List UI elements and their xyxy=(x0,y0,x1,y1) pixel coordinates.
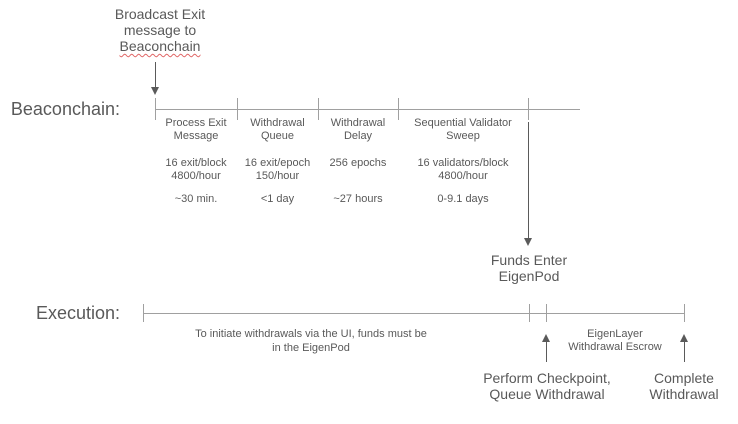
checkpoint-line2: Queue Withdrawal xyxy=(489,386,605,402)
initiate-note-line1: To initiate withdrawals via the UI, fund… xyxy=(195,328,427,340)
execution-label: Execution: xyxy=(35,303,120,323)
timeline-tick xyxy=(155,98,156,120)
broadcast-arrow-line xyxy=(155,62,156,88)
segment-rate-line2: 150/hour xyxy=(255,170,300,182)
segment-rate: 16 exit/block 4800/hour xyxy=(155,157,237,183)
funds-enter-line1: Funds Enter xyxy=(490,252,568,268)
segment-rate-line1: 16 validators/block xyxy=(417,157,509,169)
funds-enter-arrow-line xyxy=(528,122,529,238)
timeline-tick xyxy=(684,304,685,322)
segment-withdrawal-delay: Withdrawal Delay 256 epochs ~27 hours xyxy=(318,117,398,209)
checkpoint-line1: Perform Checkpoint, xyxy=(483,370,611,386)
segment-sequential-validator-sweep: Sequential Validator Sweep 16 validators… xyxy=(403,117,523,209)
segment-rate-line1: 16 exit/block xyxy=(165,157,227,169)
timeline-tick xyxy=(143,304,144,322)
segment-process-exit-message: Process Exit Message 16 exit/block 4800/… xyxy=(155,117,237,209)
segment-title: Withdrawal Queue xyxy=(250,117,305,142)
beaconchain-misspelled-word: Beaconchain xyxy=(119,38,201,54)
initiate-note-line2: in the EigenPod xyxy=(272,342,350,354)
segment-duration: 0-9.1 days xyxy=(437,193,489,205)
timeline-tick xyxy=(529,304,530,322)
checkpoint-arrow-head-icon xyxy=(542,334,550,342)
segment-rate-line1: 256 epochs xyxy=(329,157,387,169)
escrow-line1: EigenLayer xyxy=(587,328,643,340)
timeline-tick xyxy=(318,98,319,120)
timeline-tick xyxy=(546,304,547,322)
execution-timeline-line xyxy=(143,313,684,314)
segment-duration: ~30 min. xyxy=(174,193,218,205)
broadcast-exit-line2: message to xyxy=(123,22,197,38)
funds-enter-line2: EigenPod xyxy=(498,268,560,284)
broadcast-arrow-head-icon xyxy=(151,87,159,95)
segment-rate-line2: 4800/hour xyxy=(438,170,488,182)
timeline-tick xyxy=(528,98,529,120)
timeline-tick xyxy=(237,98,238,120)
segment-rate-line2: 4800/hour xyxy=(171,170,221,182)
beaconchain-label: Beaconchain: xyxy=(10,99,120,119)
segment-title: Process Exit Message xyxy=(165,117,227,142)
segment-withdrawal-queue: Withdrawal Queue 16 exit/epoch 150/hour … xyxy=(237,117,318,209)
withdrawal-escrow-label: EigenLayer Withdrawal Escrow xyxy=(555,328,675,354)
timeline-tick xyxy=(398,98,399,120)
segment-rate: 16 validators/block 4800/hour xyxy=(403,157,523,183)
beaconchain-timeline-line xyxy=(155,109,580,110)
complete-line2: Withdrawal xyxy=(649,386,719,402)
complete-arrow-head-icon xyxy=(680,334,688,342)
complete-arrow-line xyxy=(684,342,685,362)
segment-rate-line1: 16 exit/epoch xyxy=(244,157,311,169)
segment-rate: 256 epochs xyxy=(318,157,398,170)
segment-rate: 16 exit/epoch 150/hour xyxy=(237,157,318,183)
segment-duration: <1 day xyxy=(260,193,295,205)
escrow-line2: Withdrawal Escrow xyxy=(568,341,662,353)
broadcast-exit-line3: Beaconchain xyxy=(100,38,220,54)
complete-line1: Complete xyxy=(654,370,714,386)
perform-checkpoint-note: Perform Checkpoint, Queue Withdrawal xyxy=(467,370,627,402)
segment-title: Sequential Validator Sweep xyxy=(414,117,512,142)
segment-title: Withdrawal Delay xyxy=(330,117,386,142)
complete-withdrawal-note: Complete Withdrawal xyxy=(614,370,738,402)
segment-duration: ~27 hours xyxy=(333,193,383,205)
broadcast-exit-note: Broadcast Exit message to Beaconchain xyxy=(100,6,220,54)
funds-enter-arrow-head-icon xyxy=(524,238,532,246)
broadcast-exit-line1: Broadcast Exit xyxy=(114,6,206,22)
checkpoint-arrow-line xyxy=(546,342,547,362)
funds-enter-note: Funds Enter EigenPod xyxy=(459,252,599,284)
initiate-withdrawals-note: To initiate withdrawals via the UI, fund… xyxy=(181,327,441,355)
